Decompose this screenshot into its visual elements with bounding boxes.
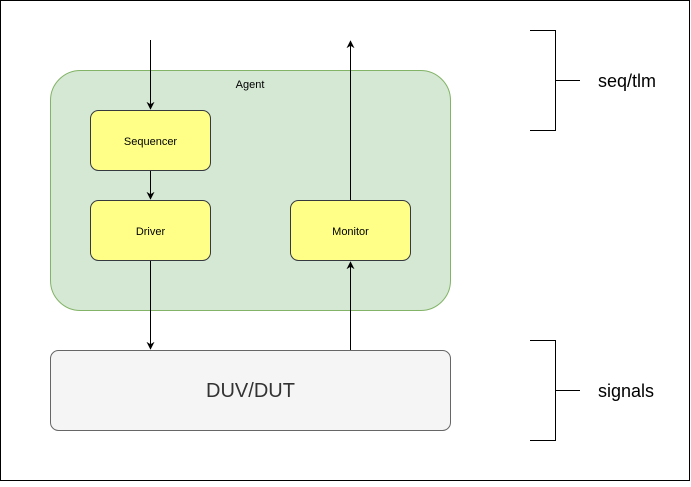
agent-label: Agent <box>236 79 265 91</box>
upper-annotation: seq/tlm <box>598 71 656 91</box>
upper-brace <box>530 30 580 131</box>
sequencer-block[interactable] <box>90 110 211 171</box>
agent-container[interactable] <box>50 70 451 311</box>
monitor-block[interactable] <box>290 200 411 261</box>
dut-label: DUV/DUT <box>206 380 295 402</box>
monitor-label: Monitor <box>332 226 369 238</box>
lower-brace <box>530 340 580 441</box>
lower-annotation: signals <box>598 381 654 401</box>
driver-block[interactable] <box>90 200 211 261</box>
sequencer-label: Sequencer <box>124 136 178 148</box>
dut-block[interactable] <box>50 350 451 431</box>
driver-label: Driver <box>136 226 166 238</box>
